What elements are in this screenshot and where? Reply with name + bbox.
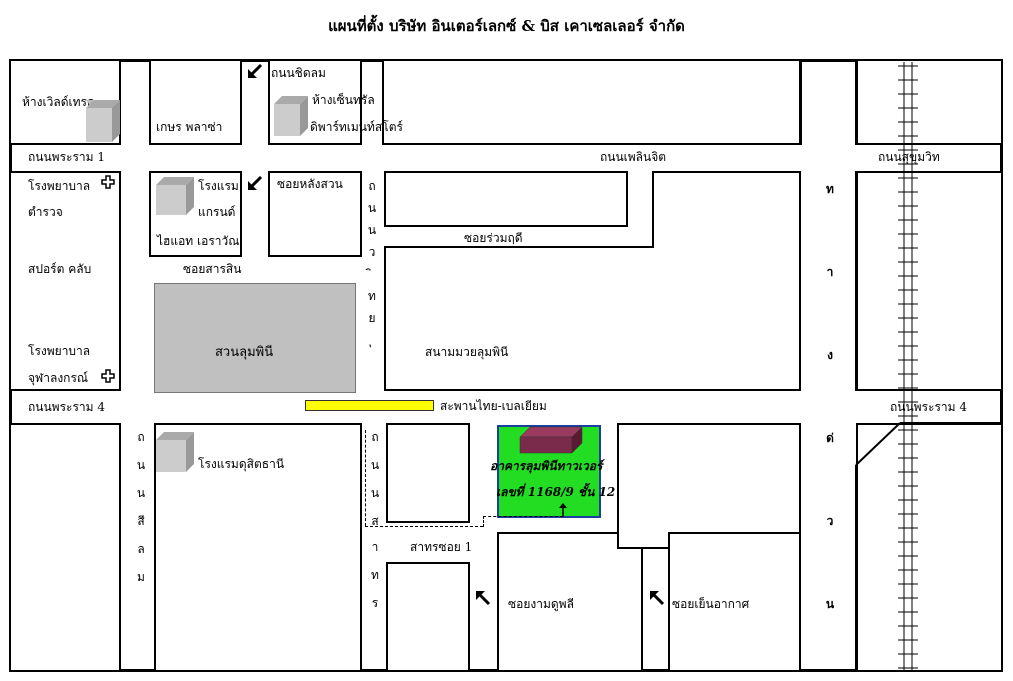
place-lumpini-stadium: สนามมวยลุมพินี bbox=[425, 345, 509, 359]
place-chula-hospital-2: จุฬาลงกรณ์ bbox=[28, 371, 89, 385]
place-sports-club: สปอร์ต คลับ bbox=[28, 262, 92, 276]
road-char: น bbox=[825, 597, 835, 611]
place-dusit-thani: โรงแรมดุสิตธานี bbox=[198, 457, 285, 471]
place-central-2: ดิพาร์ทเมนท์สโตร์ bbox=[310, 120, 403, 134]
road-char: สี bbox=[137, 514, 145, 528]
block-top-right bbox=[856, 59, 1003, 145]
one-way-arrow-icon bbox=[476, 591, 491, 606]
road-soi-ngamduphli: ซอยงามดูพลี bbox=[508, 597, 574, 611]
block-right-mid bbox=[856, 171, 1003, 391]
road-soi-sarasin: ซอยสารสิน bbox=[183, 262, 242, 276]
road-rama4-left: ถนนพระราม 4 bbox=[28, 400, 106, 414]
place-world-trade: ห้างเวิลด์เทรด bbox=[22, 95, 95, 109]
place-grand-hyatt-1: โรงแรม bbox=[198, 179, 239, 193]
road-chidlom: ถนนชิดลม bbox=[271, 66, 326, 80]
block-bottom-left bbox=[9, 423, 121, 672]
road-char: า bbox=[826, 265, 834, 279]
railway-track-icon bbox=[898, 62, 918, 672]
place-central-1: ห้างเซ็นทรัล bbox=[312, 93, 375, 107]
road-char: า bbox=[371, 540, 379, 554]
expressway-curves bbox=[799, 171, 1003, 672]
road-sathorn-soi1: สาทรซอย 1 bbox=[410, 540, 473, 554]
building-icon bbox=[156, 432, 194, 472]
road-char: ร bbox=[371, 596, 379, 610]
block-police-hospital bbox=[9, 171, 121, 391]
stadium-edge-top bbox=[384, 246, 653, 248]
road-char: น bbox=[367, 223, 377, 237]
road-char: ท bbox=[826, 182, 834, 196]
block-bottom-sathorn bbox=[386, 562, 470, 672]
one-way-arrow-icon bbox=[248, 175, 263, 190]
road-ploenchit: ถนนเพลินจิต bbox=[600, 150, 667, 164]
bridge-label: สะพานไทย-เบลเยียม bbox=[440, 399, 547, 413]
road-char: น bbox=[370, 458, 380, 472]
road-char: ถ bbox=[368, 179, 376, 193]
road-char: น bbox=[370, 486, 380, 500]
block-yenakat-a bbox=[617, 423, 801, 549]
map-title: แผนที่ตั้ง บริษัท อินเตอร์เลกซ์ & บิส เค… bbox=[328, 17, 685, 35]
lumpini-park-label: สวนลุมพินี bbox=[215, 345, 274, 360]
route-arrow-icon bbox=[559, 503, 567, 517]
road-soi-ruamrudee: ซอยร่วมฤดี bbox=[464, 231, 523, 245]
building-icon bbox=[86, 100, 120, 142]
road-sukhumvit: ถนนสุขุมวิท bbox=[878, 150, 940, 164]
place-grand-hyatt-2: แกรนด์ bbox=[198, 205, 236, 219]
thai-belgian-bridge bbox=[305, 400, 434, 411]
hospital-cross-icon bbox=[101, 369, 115, 383]
road-char: ิ bbox=[365, 268, 379, 280]
block-gaysorn bbox=[149, 59, 242, 145]
road-char: ว bbox=[826, 514, 834, 528]
road-char: ล bbox=[137, 542, 145, 556]
road-char: ม bbox=[137, 570, 145, 584]
block-central bbox=[268, 59, 362, 145]
lumpini-park bbox=[154, 283, 356, 393]
target-label-1: อาคารลุมพินีทาวเวอร์ bbox=[490, 459, 603, 473]
one-way-arrow-icon bbox=[650, 591, 665, 606]
road-char: ท bbox=[371, 568, 379, 582]
road-char: ง bbox=[827, 348, 833, 362]
road-char: ุ bbox=[365, 334, 379, 346]
place-gaysorn: เกษร พลาซ่า bbox=[156, 120, 223, 134]
road-soi-yenakat: ซอยเย็นอากาศ bbox=[672, 597, 750, 611]
block-ruamrudee bbox=[384, 171, 628, 227]
road-char: ด่ bbox=[826, 431, 834, 445]
target-building-icon bbox=[519, 426, 583, 454]
block-top-mid bbox=[382, 59, 801, 145]
road-char: ถ bbox=[137, 430, 145, 444]
road-rama1: ถนนพระราม 1 bbox=[28, 150, 106, 164]
block-sathorn-small bbox=[386, 423, 470, 523]
road-char: ว bbox=[368, 245, 376, 259]
road-char: ท bbox=[368, 289, 376, 303]
route-dashed-4 bbox=[365, 430, 366, 526]
route-dashed-3 bbox=[483, 516, 563, 517]
place-chula-hospital-1: โรงพยาบาล bbox=[28, 344, 91, 358]
stadium-edge-left bbox=[384, 246, 386, 391]
road-char: ถ bbox=[371, 430, 379, 444]
stadium-edge-top3 bbox=[652, 171, 801, 173]
block-right-bottom bbox=[856, 423, 1003, 672]
road-char: น bbox=[136, 458, 146, 472]
stadium-edge-top2 bbox=[652, 171, 654, 248]
road-soi-langsuan: ซอยหลังสวน bbox=[277, 177, 343, 191]
target-label-2: เลขที่ 1168/9 ชั้น 12 bbox=[496, 485, 616, 499]
place-police-hospital-1: โรงพยาบาล bbox=[28, 179, 91, 193]
block-yenakat-b bbox=[668, 532, 801, 672]
route-dashed-2 bbox=[483, 516, 484, 527]
route-dashed-1 bbox=[365, 526, 483, 527]
place-police-hospital-2: ตำรวจ bbox=[28, 205, 63, 219]
expressway-left-edge bbox=[800, 59, 802, 145]
place-grand-hyatt-3: ไฮแอท เอราวัณ bbox=[157, 234, 240, 248]
expressway-right-edge bbox=[855, 59, 857, 145]
road-char: น bbox=[136, 486, 146, 500]
road-char: ส bbox=[371, 514, 379, 528]
block-ngamduphli bbox=[497, 532, 643, 672]
road-rama4-right: ถนนพระราม 4 bbox=[890, 400, 968, 414]
hospital-cross-icon bbox=[101, 175, 115, 189]
road-char: น bbox=[367, 201, 377, 215]
building-icon bbox=[274, 96, 308, 136]
building-icon bbox=[156, 177, 194, 215]
road-char: ย bbox=[368, 311, 376, 325]
block-langsuan bbox=[268, 171, 362, 257]
one-way-arrow-icon bbox=[248, 63, 263, 78]
